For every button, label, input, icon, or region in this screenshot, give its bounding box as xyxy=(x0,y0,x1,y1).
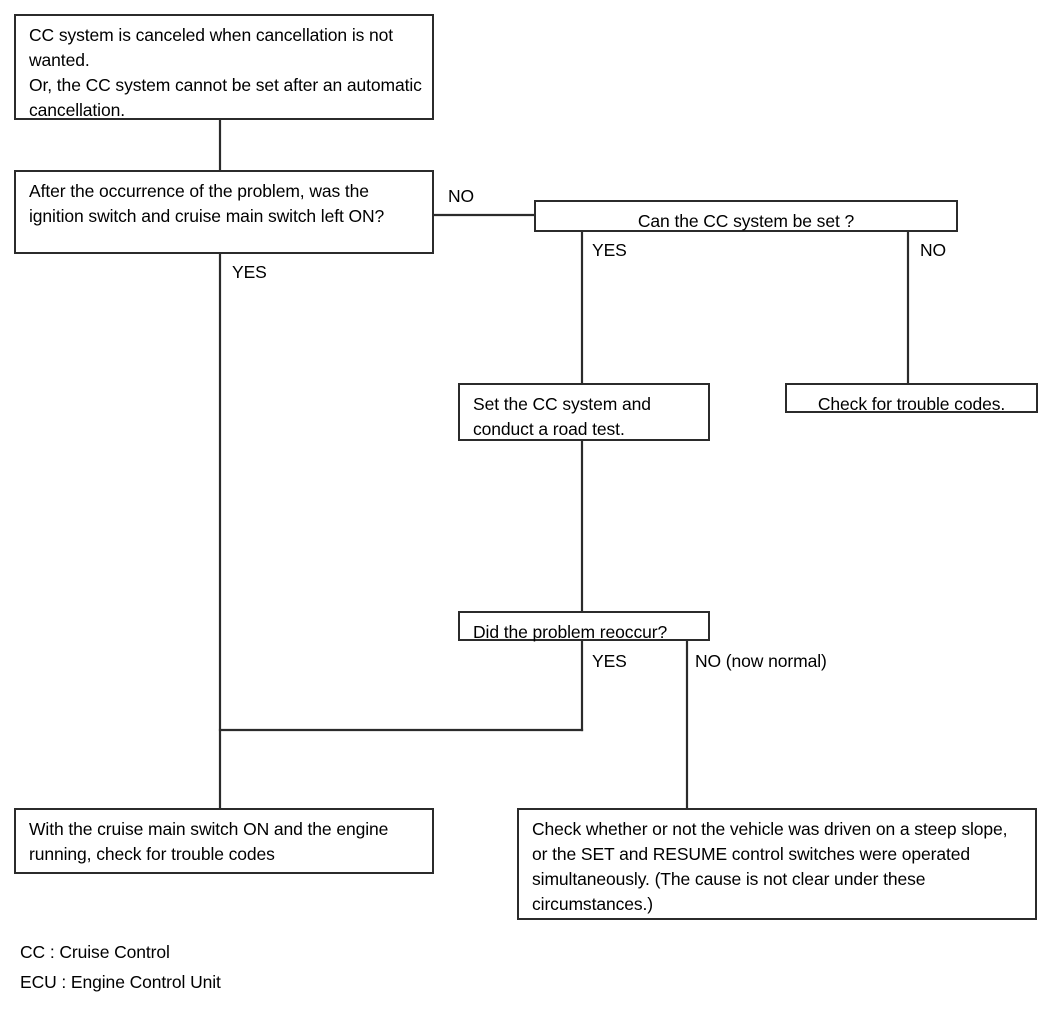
action-check-driving-conditions-box: Check whether or not the vehicle was dri… xyxy=(517,808,1037,920)
problem-statement-box: CC system is canceled when cancellation … xyxy=(14,14,434,120)
edge-label-no-ignition: NO xyxy=(448,186,475,206)
action-cruise-switch-on-check-box: With the cruise main switch ON and the e… xyxy=(14,808,434,874)
action-set-cc-road-test-box: Set the CC system and conduct a road tes… xyxy=(458,383,710,441)
question-ignition-switch-box: After the occurrence of the problem, was… xyxy=(14,170,434,254)
edge-label-yes-reoccur: YES xyxy=(592,651,627,671)
legend-item-ecu: ECU : Engine Control Unit xyxy=(20,972,221,992)
question-problem-reoccur-box: Did the problem reoccur? xyxy=(458,611,710,642)
question-can-cc-be-set-box: Can the CC system be set ? xyxy=(534,200,958,232)
legend-item-cc: CC : Cruise Control xyxy=(20,942,170,962)
edge-label-yes-can-set: YES xyxy=(592,240,627,260)
edge-label-yes-ignition: YES xyxy=(232,262,267,282)
edge-label-no-reoccur: NO (now normal) xyxy=(695,651,827,671)
action-check-trouble-codes-box: Check for trouble codes. xyxy=(785,383,1038,414)
edge-label-no-can-set: NO xyxy=(920,240,947,260)
